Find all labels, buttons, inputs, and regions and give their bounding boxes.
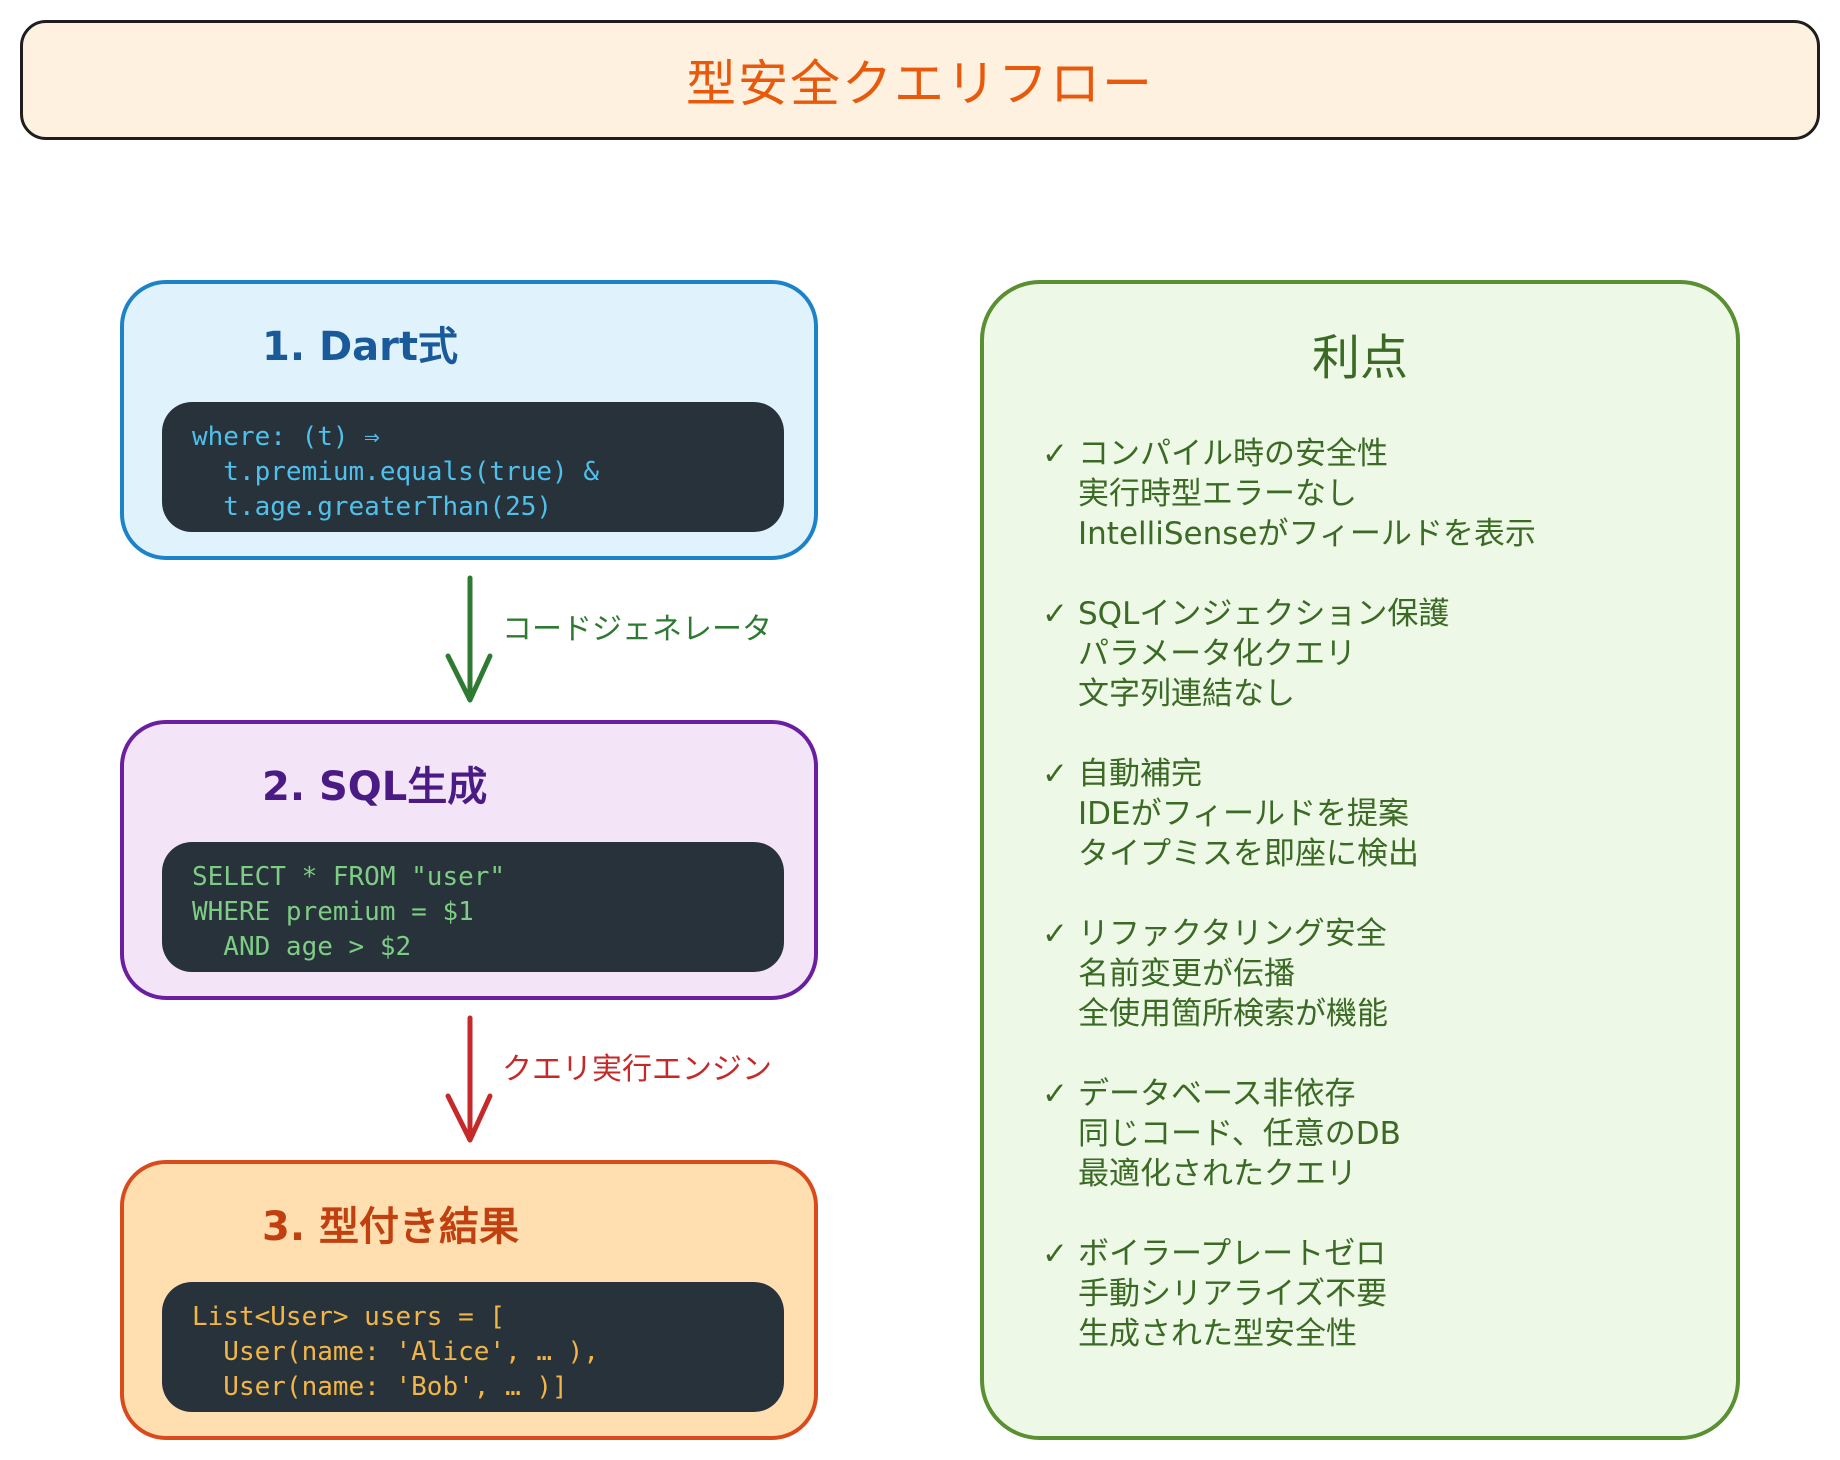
benefits-panel: 利点 ✓ コンパイル時の安全性 実行時型エラーなし IntelliSenseがフィ…	[980, 280, 1740, 1440]
benefit-detail: 文字列連結なし	[1078, 676, 1295, 712]
diagram-title: 型安全クエリフロー	[686, 55, 1154, 113]
step-title: 1. Dart式	[262, 324, 458, 370]
code-block: where: (t) ⇒ t.premium.equals(true) & t.…	[162, 402, 784, 532]
benefit-detail: 名前変更が伝播	[1078, 956, 1295, 992]
benefit-item: ✓ 自動補完 IDEがフィールドを提案 タイプミスを即座に検出	[1042, 754, 1419, 874]
benefit-detail: 手動シリアライズ不要	[1078, 1276, 1388, 1312]
benefit-detail: IDEがフィールドを提案	[1078, 796, 1409, 832]
step-dart-expression: 1. Dart式 where: (t) ⇒ t.premium.equals(t…	[120, 280, 818, 560]
benefit-detail: パラメータ化クエリ	[1078, 636, 1357, 672]
step-title: 3. 型付き結果	[262, 1204, 519, 1250]
arrow-label-code-generator: コードジェネレータ	[502, 612, 772, 647]
benefit-detail: 生成された型安全性	[1078, 1316, 1357, 1352]
arrow-label-query-engine: クエリ実行エンジン	[502, 1052, 772, 1087]
check-icon: ✓	[1042, 596, 1068, 632]
step-sql-generation: 2. SQL生成 SELECT * FROM "user" WHERE prem…	[120, 720, 818, 1000]
benefit-item: ✓ SQLインジェクション保護 パラメータ化クエリ 文字列連結なし	[1042, 594, 1449, 714]
benefit-heading: SQLインジェクション保護	[1078, 596, 1450, 632]
title-banner: 型安全クエリフロー	[20, 20, 1820, 140]
arrow-down-icon	[445, 1015, 493, 1143]
benefit-heading: リファクタリング安全	[1078, 916, 1387, 952]
benefit-heading: コンパイル時の安全性	[1078, 436, 1388, 472]
benefit-heading: 自動補完	[1078, 756, 1202, 792]
benefit-detail: 最適化されたクエリ	[1078, 1156, 1357, 1192]
step-title: 2. SQL生成	[262, 764, 488, 810]
code-block: SELECT * FROM "user" WHERE premium = $1 …	[162, 842, 784, 972]
check-icon: ✓	[1042, 436, 1068, 472]
benefits-title: 利点	[1311, 330, 1408, 386]
benefit-detail: 実行時型エラーなし	[1078, 476, 1357, 512]
benefit-item: ✓ ボイラープレートゼロ 手動シリアライズ不要 生成された型安全性	[1042, 1234, 1387, 1354]
check-icon: ✓	[1042, 756, 1068, 792]
benefit-detail: 全使用箇所検索が機能	[1078, 996, 1388, 1032]
benefit-heading: ボイラープレートゼロ	[1078, 1236, 1387, 1272]
benefit-item: ✓ コンパイル時の安全性 実行時型エラーなし IntelliSenseがフィールド…	[1042, 434, 1536, 554]
check-icon: ✓	[1042, 1076, 1068, 1112]
benefit-detail: IntelliSenseがフィールドを表示	[1078, 516, 1536, 552]
arrow-down-icon	[445, 575, 493, 703]
benefit-detail: タイプミスを即座に検出	[1078, 836, 1419, 872]
benefit-item: ✓ リファクタリング安全 名前変更が伝播 全使用箇所検索が機能	[1042, 914, 1388, 1034]
check-icon: ✓	[1042, 916, 1068, 952]
code-block: List<User> users = [ User(name: 'Alice',…	[162, 1282, 784, 1412]
benefit-detail: 同じコード、任意のDB	[1078, 1116, 1401, 1152]
benefit-item: ✓ データベース非依存 同じコード、任意のDB 最適化されたクエリ	[1042, 1074, 1401, 1194]
check-icon: ✓	[1042, 1236, 1068, 1272]
step-typed-results: 3. 型付き結果 List<User> users = [ User(name:…	[120, 1160, 818, 1440]
benefit-heading: データベース非依存	[1078, 1076, 1356, 1112]
